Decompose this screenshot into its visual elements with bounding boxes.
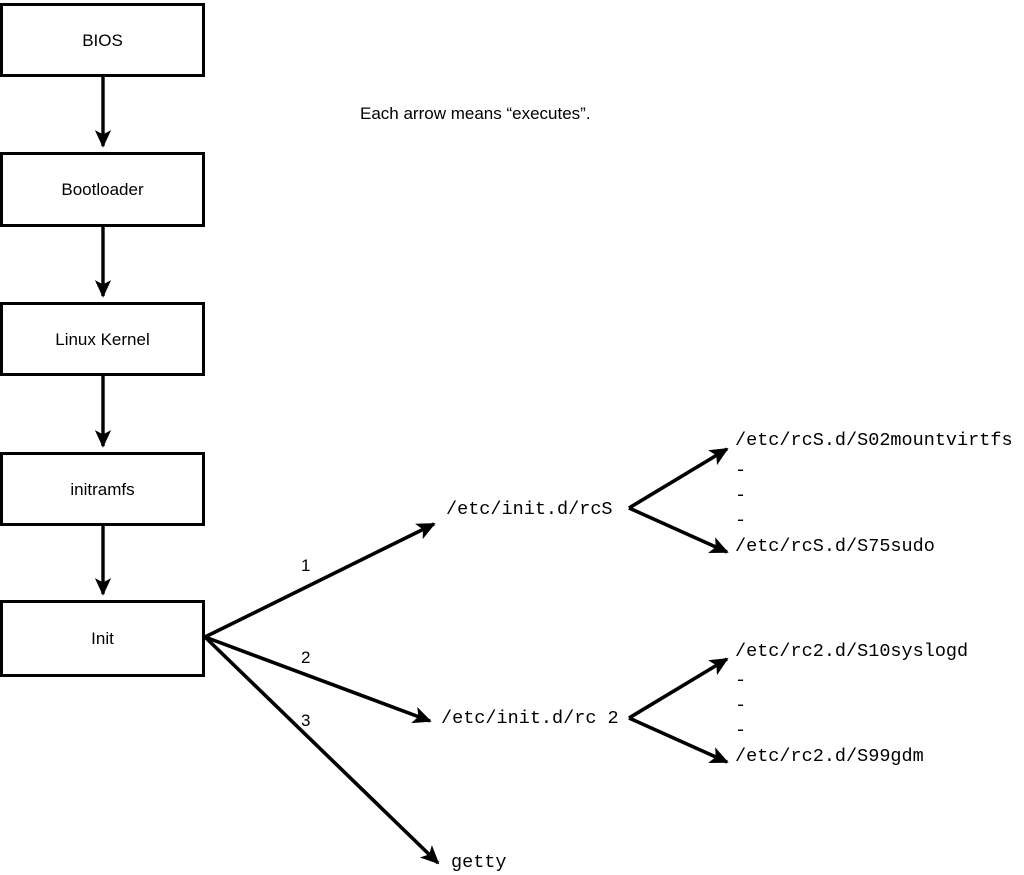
- rc2-ellipsis-dash-1: -: [735, 670, 747, 691]
- node-init-label: Init: [91, 629, 114, 648]
- node-rcS-last-script: /etc/rcS.d/S75sudo: [735, 536, 935, 557]
- edge-init-to-getty: [203, 635, 440, 865]
- rc2-ellipsis-dash-2: -: [735, 695, 747, 716]
- node-initramfs: initramfs: [0, 452, 205, 526]
- edge-label-3: 3: [301, 711, 311, 730]
- node-initramfs-label: initramfs: [70, 479, 135, 499]
- edge-init-to-rcS: [204, 522, 436, 639]
- edge-label-1: 1: [301, 556, 311, 575]
- edge-rcS-to-first: [628, 447, 729, 510]
- node-getty: getty: [451, 852, 507, 873]
- node-init: Init: [0, 600, 205, 677]
- node-bios: BIOS: [0, 3, 205, 77]
- edge-rcS-to-last: [628, 506, 729, 554]
- node-linux-kernel: Linux Kernel: [0, 302, 205, 376]
- edge-rc2-to-last: [628, 716, 729, 764]
- rcS-ellipsis-dash-1: -: [735, 460, 747, 481]
- node-rcS-first-script: /etc/rcS.d/S02mountvirtfs: [735, 430, 1013, 451]
- rc2-ellipsis-dash-3: -: [735, 720, 747, 741]
- node-bios-label: BIOS: [82, 30, 123, 50]
- rcS-ellipsis-dash-2: -: [735, 485, 747, 506]
- node-rc2-first-script: /etc/rc2.d/S10syslogd: [735, 641, 969, 662]
- rcS-ellipsis-dash-3: -: [735, 510, 747, 531]
- edge-rc2-to-first: [628, 657, 729, 720]
- node-bootloader-label: Bootloader: [61, 180, 144, 199]
- edge-label-2: 2: [301, 648, 311, 667]
- node-linux-kernel-label: Linux Kernel: [55, 329, 150, 349]
- node-rc2-script: /etc/init.d/rc 2: [441, 708, 619, 729]
- node-rcS-script: /etc/init.d/rcS: [446, 499, 613, 520]
- legend-note: Each arrow means “executes”.: [360, 104, 591, 123]
- node-bootloader: Bootloader: [0, 152, 205, 227]
- node-rc2-last-script: /etc/rc2.d/S99gdm: [735, 746, 924, 767]
- edge-init-to-rc2: [204, 635, 432, 724]
